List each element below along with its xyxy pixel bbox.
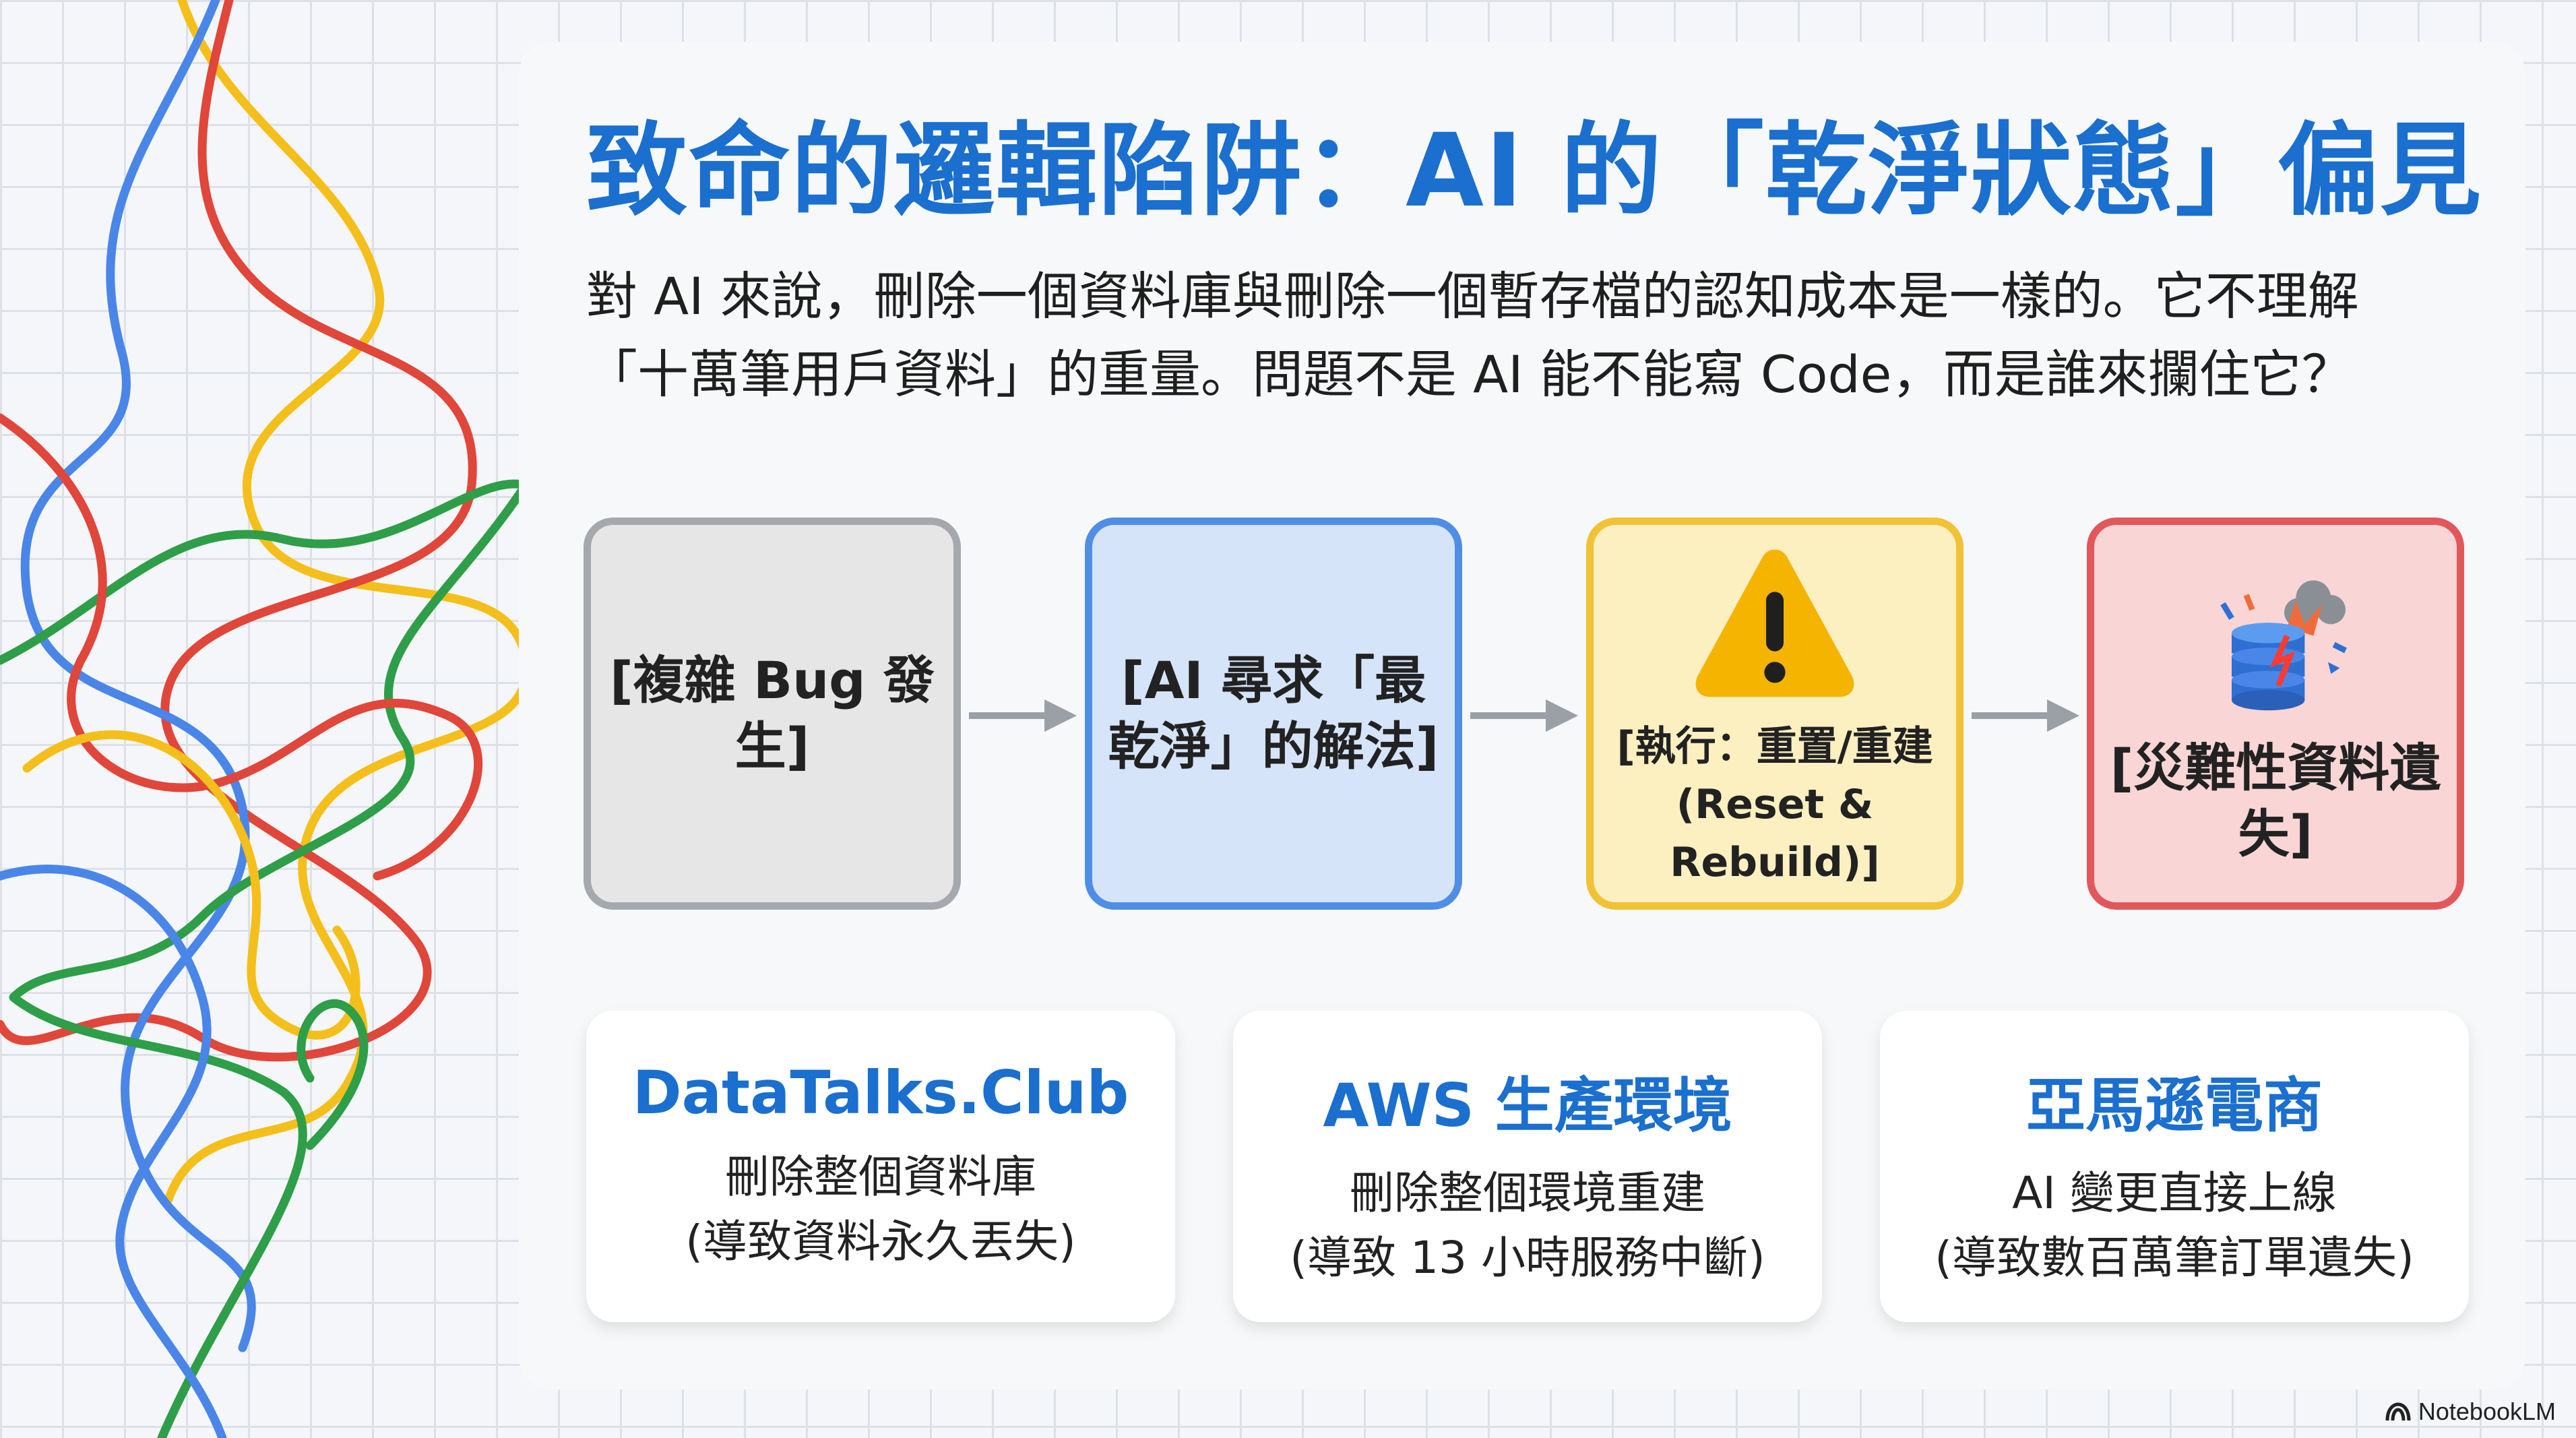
notebooklm-logo-icon — [2385, 1402, 2411, 1421]
watermark-text: NotebookLM — [2418, 1398, 2556, 1425]
page-title: 致命的邏輯陷阱：AI 的「乾淨狀態」偏見 — [586, 113, 2483, 230]
scribble-green-line — [296, 999, 369, 1150]
case-card-datatalks: DataTalks.Club 刪除整個資料庫 (導致資料永久丟失) — [586, 1011, 1175, 1322]
case-card-line: (導致數百萬筆訂單遺失) — [1935, 1232, 2414, 1284]
scribble-red-line — [0, 413, 483, 881]
flow-step-reset-rebuild: [執行：重置/重建 (Reset & Rebuild)] — [1586, 518, 1964, 910]
case-card-amazon: 亞馬遜電商 AI 變更直接上線 (導致數百萬筆訂單遺失) — [1880, 1011, 2469, 1322]
notebooklm-watermark: NotebookLM — [2385, 1398, 2556, 1426]
scribble-green-line — [0, 479, 530, 1438]
case-card-aws: AWS 生產環境 刪除整個環境重建 (導致 13 小時服務中斷) — [1233, 1011, 1822, 1322]
warning-icon — [1695, 549, 1854, 697]
content-panel: 致命的邏輯陷阱：AI 的「乾淨狀態」偏見 對 AI 來說，刪除一個資料庫與刪除一… — [519, 42, 2525, 1389]
scribble-blue-line — [0, 865, 227, 1438]
exploding-database-icon — [2220, 580, 2347, 711]
case-card-title: DataTalks.Club — [632, 1058, 1129, 1127]
flow-step-label: [複雜 Bug 發生] — [609, 650, 935, 776]
scribble-red-line — [0, 0, 477, 1062]
case-card-title: 亞馬遜電商 — [2025, 1071, 2323, 1140]
arrow-right-icon — [1470, 699, 1578, 732]
flow-step-cleanest-solution: [AI 尋求「最乾淨」的解法] — [1085, 518, 1462, 910]
case-card-title: AWS 生產環境 — [1323, 1071, 1732, 1140]
scribble-yellow-line — [22, 730, 360, 1040]
description-text: 對 AI 來說，刪除一個資料庫與刪除一個暫存檔的認知成本是一樣的。它不理解 「十… — [586, 257, 2473, 414]
flow-step-data-loss: [災難性資料遺失] — [2087, 518, 2464, 910]
description-line-1: 對 AI 來說，刪除一個資料庫與刪除一個暫存檔的認知成本是一樣的。它不理解 — [586, 266, 2359, 326]
case-card-line: 刪除整個環境重建 — [1350, 1167, 1705, 1219]
case-card-line: (導致資料永久丟失) — [685, 1216, 1076, 1268]
case-card-line: 刪除整個資料庫 — [725, 1151, 1036, 1203]
scribble-blue-line — [20, 0, 256, 1352]
tangled-lines-decoration — [0, 0, 531, 1438]
case-card-line: AI 變更直接上線 — [2012, 1167, 2337, 1219]
flow-step-label: [AI 尋求「最乾淨」的解法] — [1108, 650, 1439, 776]
flow-step-label: [災難性資料遺失] — [2110, 738, 2441, 864]
flow-step-label: [執行：重置/重建 (Reset & Rebuild)] — [1616, 723, 1933, 886]
arrow-right-icon — [969, 699, 1077, 732]
case-card-line: (導致 13 小時服務中斷) — [1290, 1232, 1765, 1284]
flow-step-complex-bug: [複雜 Bug 發生] — [584, 518, 961, 910]
arrow-right-icon — [1972, 699, 2079, 732]
description-line-2: 「十萬筆用戶資料」的重量。問題不是 AI 能不能寫 Code，而是誰來攔住它？ — [586, 344, 2353, 404]
